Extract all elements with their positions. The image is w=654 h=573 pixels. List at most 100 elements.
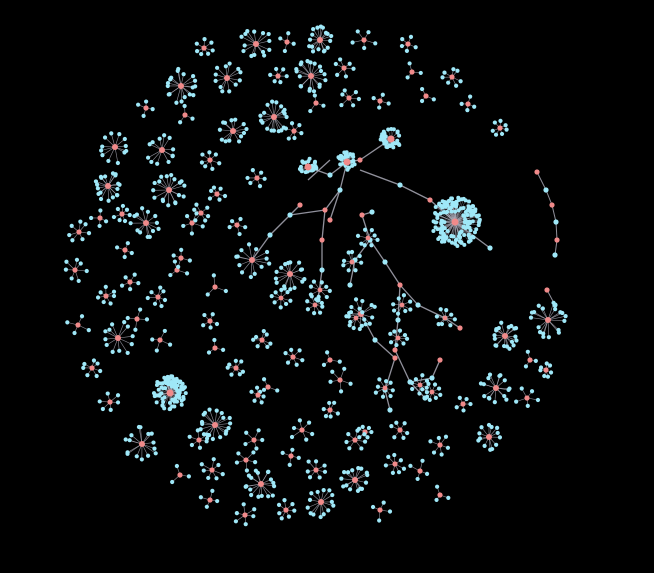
leaf-node [525, 349, 530, 354]
leaf-node [533, 358, 538, 363]
leaf-node [104, 342, 109, 348]
tree-node [319, 237, 325, 243]
tree-node [267, 232, 273, 238]
leaf-node [181, 72, 186, 77]
hub-node [75, 322, 81, 328]
leaf-node [330, 369, 335, 374]
hub-node [313, 100, 319, 106]
hub-node [72, 267, 78, 273]
leaf-node [297, 74, 302, 79]
leaf-node [316, 294, 321, 299]
hub-node [115, 335, 121, 341]
leaf-node [502, 393, 507, 399]
leaf-node [373, 390, 378, 395]
leaf-node [115, 400, 121, 405]
leaf-node [266, 494, 271, 499]
leaf-node [388, 331, 393, 336]
leaf-node [449, 196, 454, 201]
leaf-node [206, 350, 212, 355]
leaf-node [139, 457, 144, 462]
leaf-node [173, 384, 178, 389]
leaf-node [162, 328, 167, 334]
leaf-node [468, 94, 473, 99]
leaf-node [542, 373, 547, 379]
leaf-node [446, 80, 451, 85]
leaf-node [306, 459, 311, 464]
leaf-node [409, 380, 415, 386]
leaf-node [122, 218, 128, 224]
leaf-node [344, 483, 349, 488]
leaf-node [217, 161, 222, 166]
hub-node [224, 75, 230, 81]
leaf-node [449, 312, 454, 317]
leaf-node [132, 272, 137, 277]
tree-edge [417, 304, 446, 319]
chain-edge [555, 221, 558, 241]
hub-node [107, 399, 113, 405]
leaf-node [420, 373, 425, 378]
leaf-node [170, 397, 175, 402]
leaf-node [436, 435, 441, 441]
leaf-node [349, 304, 354, 310]
hub-node [212, 284, 218, 290]
leaf-node [207, 196, 213, 201]
hub-node [313, 467, 319, 473]
leaf-node [328, 38, 333, 43]
leaf-node [138, 307, 143, 312]
leaf-node [321, 406, 326, 412]
leaf-node [217, 197, 222, 202]
leaf-node [369, 303, 374, 308]
leaf-node [355, 428, 360, 433]
leaf-node [462, 220, 467, 225]
leaf-node [129, 433, 134, 438]
leaf-node [351, 103, 356, 108]
leaf-node [461, 225, 466, 230]
leaf-node [362, 45, 367, 51]
leaf-node [325, 350, 330, 355]
leaf-node [392, 329, 397, 334]
leaf-node [227, 89, 232, 94]
leaf-node [375, 384, 381, 389]
tree-node [319, 267, 325, 273]
hub-node [327, 407, 333, 413]
leaf-node [105, 391, 110, 396]
leaf-node [300, 358, 305, 363]
leaf-node [366, 30, 371, 35]
leaf-node [205, 432, 210, 437]
leaf-node [278, 305, 283, 310]
leaf-node [350, 153, 355, 158]
leaf-node [390, 388, 395, 393]
leaf-node [179, 402, 184, 407]
leaf-node [487, 372, 493, 377]
leaf-node [253, 460, 258, 465]
leaf-node [351, 159, 356, 164]
leaf-node [264, 256, 269, 261]
hub-node [543, 367, 549, 373]
leaf-node [328, 379, 333, 384]
leaf-node [360, 424, 365, 429]
leaf-node [305, 469, 310, 474]
leaf-node [159, 174, 164, 179]
leaf-node [106, 198, 111, 203]
leaf-node [419, 98, 425, 104]
leaf-node [239, 270, 245, 275]
leaf-node [433, 211, 438, 216]
hub-node [242, 512, 248, 518]
leaf-node [509, 323, 514, 329]
tree-edge [269, 214, 291, 236]
hub-node [159, 147, 165, 153]
leaf-node [489, 424, 494, 430]
leaf-node [325, 45, 330, 50]
leaf-node [492, 336, 497, 341]
leaf-node [238, 70, 243, 75]
leaf-node [346, 432, 351, 437]
hub-node [249, 257, 255, 263]
chain-node [544, 287, 550, 293]
leaf-node [65, 320, 70, 325]
leaf-node [206, 51, 211, 56]
leaf-node [288, 287, 293, 292]
leaf-node [198, 495, 203, 500]
hub-node [399, 302, 405, 308]
leaf-node [194, 49, 200, 54]
hub-node [343, 158, 351, 166]
